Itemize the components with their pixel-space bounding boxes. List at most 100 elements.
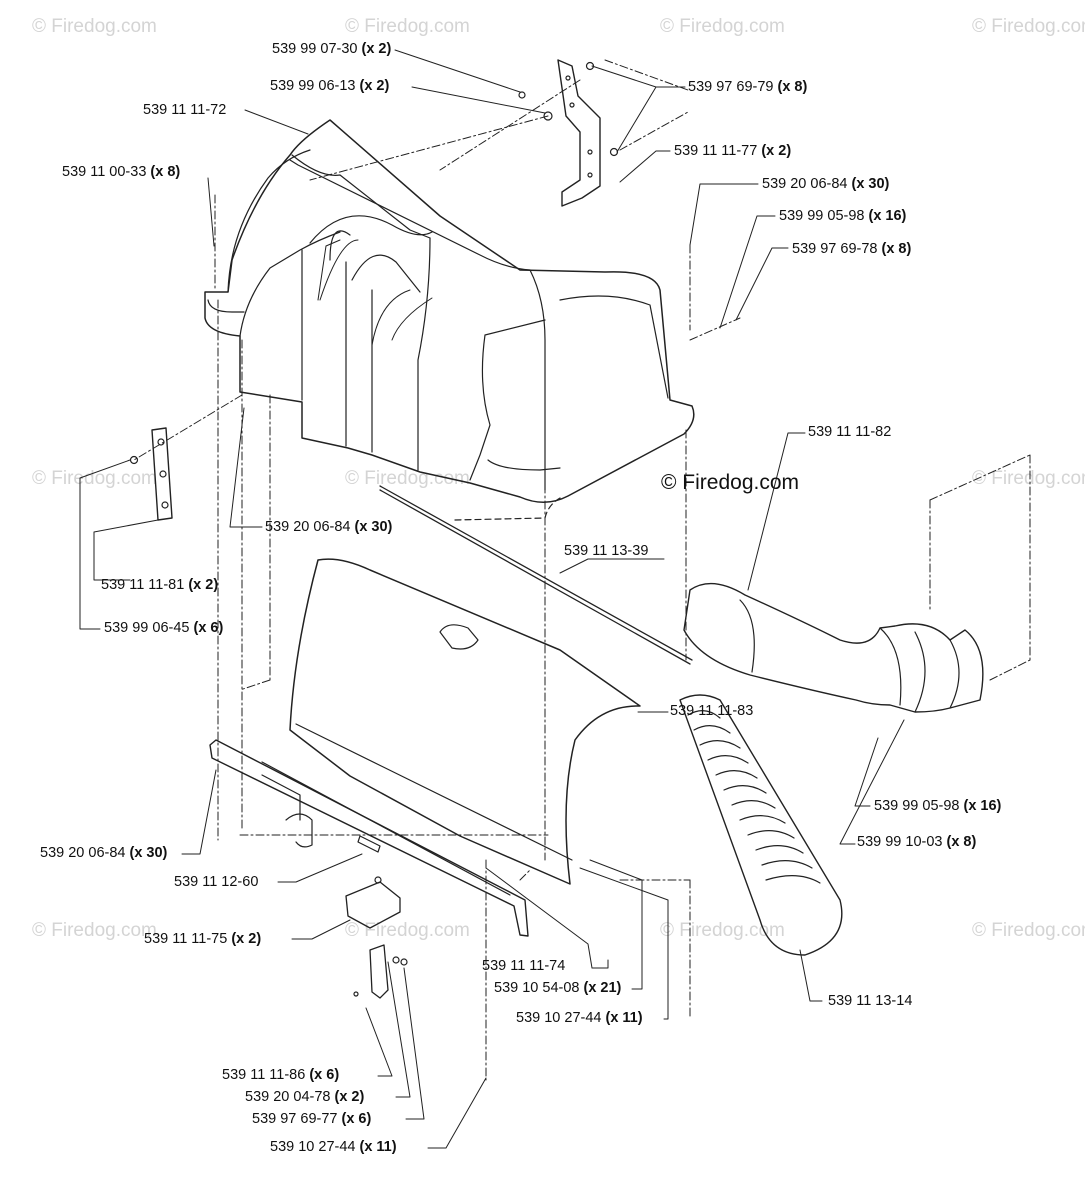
part-quantity: (x 30) bbox=[129, 845, 168, 861]
part-quantity: (x 2) bbox=[361, 41, 392, 57]
part-quantity: (x 2) bbox=[761, 143, 792, 159]
watermark: © Firedog.com bbox=[32, 468, 157, 489]
part-number: 539 11 12-60 bbox=[174, 874, 259, 890]
part-number: 539 97 69-77 bbox=[252, 1111, 338, 1127]
part-label: 539 11 11-77 (x 2) bbox=[674, 143, 791, 159]
part-quantity: (x 11) bbox=[605, 1010, 643, 1026]
watermark: © Firedog.com bbox=[345, 468, 470, 489]
part-quantity: (x 30) bbox=[354, 519, 393, 535]
watermark: © Firedog.com bbox=[32, 16, 157, 37]
part-number: 539 11 11-82 bbox=[808, 424, 892, 440]
part-label: 539 11 11-72 bbox=[143, 102, 226, 118]
part-number: 539 20 06-84 bbox=[265, 519, 351, 535]
part-number: 539 11 13-39 bbox=[564, 543, 649, 559]
part-quantity: (x 2) bbox=[334, 1089, 365, 1105]
part-label: 539 11 11-75 (x 2) bbox=[144, 931, 261, 947]
part-label: 539 99 05-98 (x 16) bbox=[874, 798, 1001, 814]
part-label: 539 99 07-30 (x 2) bbox=[272, 41, 391, 57]
side-plate bbox=[129, 427, 173, 521]
part-quantity: (x 6) bbox=[309, 1067, 340, 1083]
part-quantity: (x 8) bbox=[150, 164, 181, 180]
watermark: © Firedog.com bbox=[660, 920, 785, 941]
part-label: 539 10 27-44 (x 11) bbox=[516, 1010, 643, 1026]
part-quantity: (x 21) bbox=[583, 980, 622, 996]
part-quantity: (x 16) bbox=[963, 798, 1002, 814]
part-number: 539 97 69-78 bbox=[792, 241, 878, 257]
rear-mount-bracket bbox=[518, 59, 619, 207]
cover-outline bbox=[204, 119, 695, 503]
part-label: 539 11 11-74 bbox=[482, 958, 565, 974]
part-label: 539 11 00-33 (x 8) bbox=[62, 164, 180, 180]
part-label: 539 11 11-81 (x 2) bbox=[101, 577, 218, 593]
part-label: 539 11 11-82 bbox=[808, 424, 891, 440]
part-number: 539 20 04-78 bbox=[245, 1089, 331, 1105]
part-number: 539 99 05-98 bbox=[779, 208, 865, 224]
part-number: 539 99 07-30 bbox=[272, 41, 358, 57]
seal-strip bbox=[379, 485, 693, 665]
part-number: 539 99 05-98 bbox=[874, 798, 960, 814]
part-label: 539 99 05-98 (x 16) bbox=[779, 208, 906, 224]
latch bbox=[353, 944, 408, 999]
part-number: 539 11 13-14 bbox=[828, 993, 913, 1009]
part-quantity: (x 30) bbox=[851, 176, 890, 192]
part-label: 539 11 13-39 bbox=[564, 543, 648, 559]
watermark: © Firedog.com bbox=[32, 920, 157, 941]
part-label: 539 97 69-79 (x 8) bbox=[688, 79, 807, 95]
part-label: 539 99 06-45 (x 6) bbox=[104, 620, 223, 636]
part-label: 539 11 13-14 bbox=[828, 993, 912, 1009]
part-label: 539 20 04-78 (x 2) bbox=[245, 1089, 364, 1105]
part-number: 539 11 11-86 bbox=[222, 1067, 306, 1083]
part-number: 539 11 11-75 bbox=[144, 931, 228, 947]
part-label: 539 11 12-60 bbox=[174, 874, 258, 890]
part-number: 539 11 11-74 bbox=[482, 958, 566, 974]
part-number: 539 99 10-03 bbox=[857, 834, 943, 850]
corrugated-hose bbox=[679, 694, 843, 956]
part-label: 539 11 11-86 (x 6) bbox=[222, 1067, 339, 1083]
watermark: © Firedog.com bbox=[972, 468, 1085, 489]
part-number: 539 11 11-77 bbox=[674, 143, 758, 159]
part-number: 539 10 54-08 bbox=[494, 980, 580, 996]
part-quantity: (x 2) bbox=[359, 78, 390, 94]
part-number: 539 11 11-72 bbox=[143, 102, 227, 118]
part-number: 539 11 11-83 bbox=[670, 703, 754, 719]
leader-lines bbox=[79, 49, 905, 1149]
part-quantity: (x 8) bbox=[946, 834, 977, 850]
part-label: 539 20 06-84 (x 30) bbox=[40, 845, 167, 861]
part-number: 539 20 06-84 bbox=[40, 845, 126, 861]
part-number: 539 20 06-84 bbox=[762, 176, 848, 192]
part-quantity: (x 16) bbox=[868, 208, 907, 224]
discharge-chute bbox=[683, 582, 984, 713]
part-label: 539 10 27-44 (x 11) bbox=[270, 1139, 397, 1155]
part-number: 539 99 06-13 bbox=[270, 78, 356, 94]
part-quantity: (x 11) bbox=[359, 1139, 397, 1155]
part-number: 539 11 00-33 bbox=[62, 164, 147, 180]
part-label: 539 11 11-83 bbox=[670, 703, 753, 719]
part-number: 539 10 27-44 bbox=[516, 1010, 602, 1026]
part-label: 539 99 10-03 (x 8) bbox=[857, 834, 976, 850]
door-panel bbox=[289, 558, 641, 885]
part-label: 539 99 06-13 (x 2) bbox=[270, 78, 389, 94]
part-quantity: (x 2) bbox=[231, 931, 262, 947]
part-label: 539 20 06-84 (x 30) bbox=[265, 519, 392, 535]
watermark: © Firedog.com bbox=[660, 16, 785, 37]
watermark: © Firedog.com bbox=[345, 16, 470, 37]
bottom-frame bbox=[209, 739, 529, 937]
part-quantity: (x 6) bbox=[341, 1111, 372, 1127]
part-number: 539 97 69-79 bbox=[688, 79, 774, 95]
part-number: 539 99 06-45 bbox=[104, 620, 190, 636]
part-label: 539 97 69-78 (x 8) bbox=[792, 241, 911, 257]
part-label: 539 97 69-77 (x 6) bbox=[252, 1111, 371, 1127]
cover-assembly bbox=[204, 119, 695, 521]
part-label: 539 20 06-84 (x 30) bbox=[762, 176, 889, 192]
part-number: 539 11 11-81 bbox=[101, 577, 185, 593]
part-quantity: (x 8) bbox=[777, 79, 808, 95]
copyright-credit: © Firedog.com bbox=[661, 471, 800, 494]
part-number: 539 10 27-44 bbox=[270, 1139, 356, 1155]
part-quantity: (x 6) bbox=[193, 620, 224, 636]
watermark: © Firedog.com bbox=[972, 16, 1085, 37]
hinge-bracket bbox=[345, 876, 401, 929]
watermark: © Firedog.com bbox=[972, 920, 1085, 941]
part-quantity: (x 8) bbox=[881, 241, 912, 257]
